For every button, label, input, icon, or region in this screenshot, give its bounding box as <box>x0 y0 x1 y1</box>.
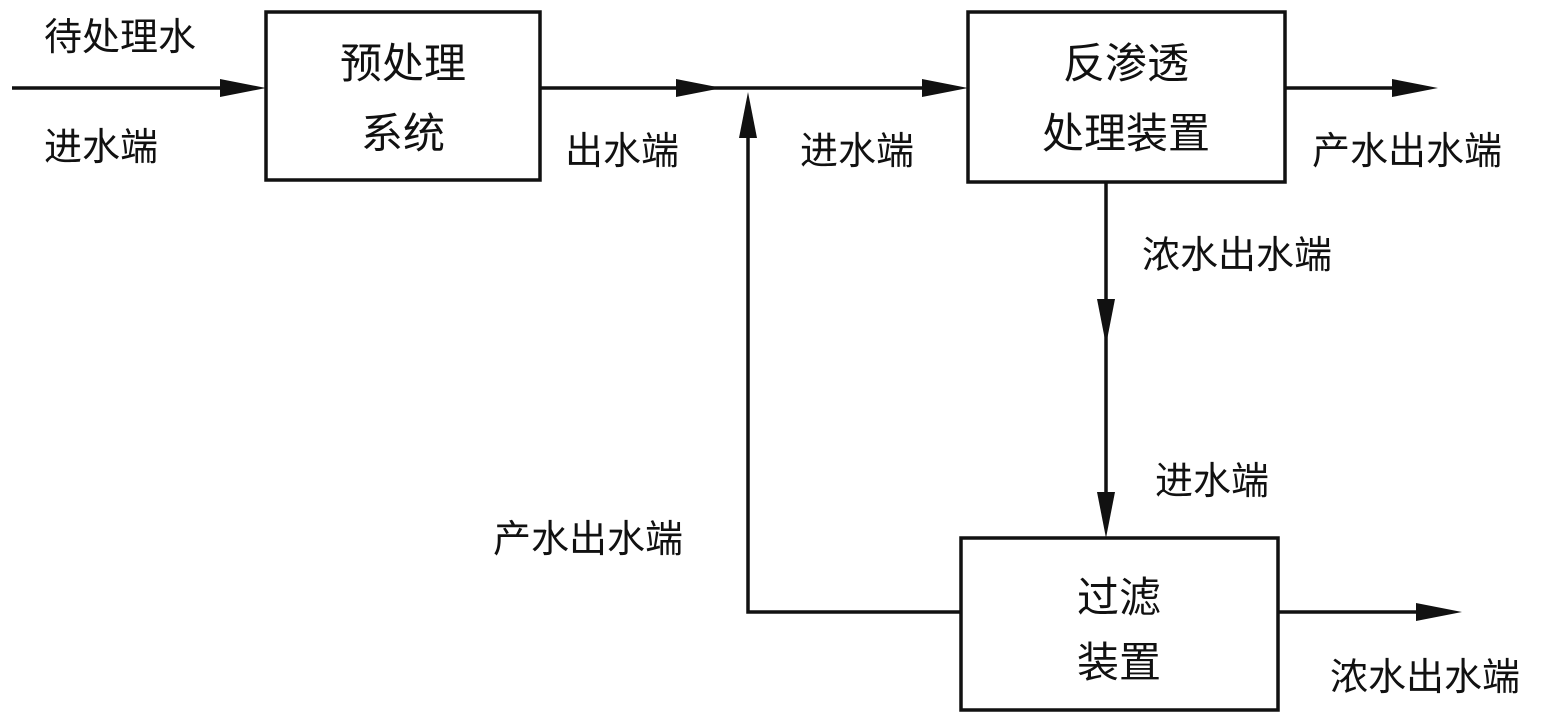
filter-inlet-label: 进水端 <box>1155 459 1269 503</box>
filter-inlet-arrowhead <box>1097 492 1115 538</box>
reverse-osmosis-box: 反渗透 处理装置 <box>966 10 1287 184</box>
ro-product-outlet-label: 产水出水端 <box>1312 129 1502 173</box>
filter-recycle-line <box>746 120 961 614</box>
filter-box-line2: 装置 <box>1077 638 1161 687</box>
filter-concentrate-arrowhead <box>1416 603 1462 621</box>
pretreatment-outlet-arrowhead <box>676 79 722 97</box>
pretreatment-box-line1: 预处理 <box>340 39 466 88</box>
ro-product-arrowhead <box>1392 79 1438 97</box>
filter-device-box: 过滤 装置 <box>959 536 1280 712</box>
ro-box-line2: 处理装置 <box>1042 109 1210 158</box>
pretreatment-system-box: 预处理 系统 <box>264 10 542 182</box>
ro-concentrate-outlet-label: 浓水出水端 <box>1142 233 1332 277</box>
ro-box-line1: 反渗透 <box>1063 39 1189 88</box>
pretreatment-box-line2: 系统 <box>361 109 445 158</box>
ro-concentrate-arrowhead <box>1097 299 1115 345</box>
filter-concentrate-outlet-label: 浓水出水端 <box>1330 655 1520 699</box>
ro-inlet-label: 进水端 <box>800 129 914 173</box>
filter-product-outlet-label: 产水出水端 <box>493 517 683 561</box>
ro-inlet-arrowhead <box>922 79 968 97</box>
raw-water-label: 待处理水 <box>44 15 196 59</box>
pretreatment-inlet-label: 进水端 <box>44 125 158 169</box>
raw-water-arrowhead <box>220 79 266 97</box>
recycle-arrowhead <box>739 92 757 138</box>
filter-box-line1: 过滤 <box>1077 573 1161 622</box>
pretreatment-outlet-label: 出水端 <box>565 129 679 173</box>
